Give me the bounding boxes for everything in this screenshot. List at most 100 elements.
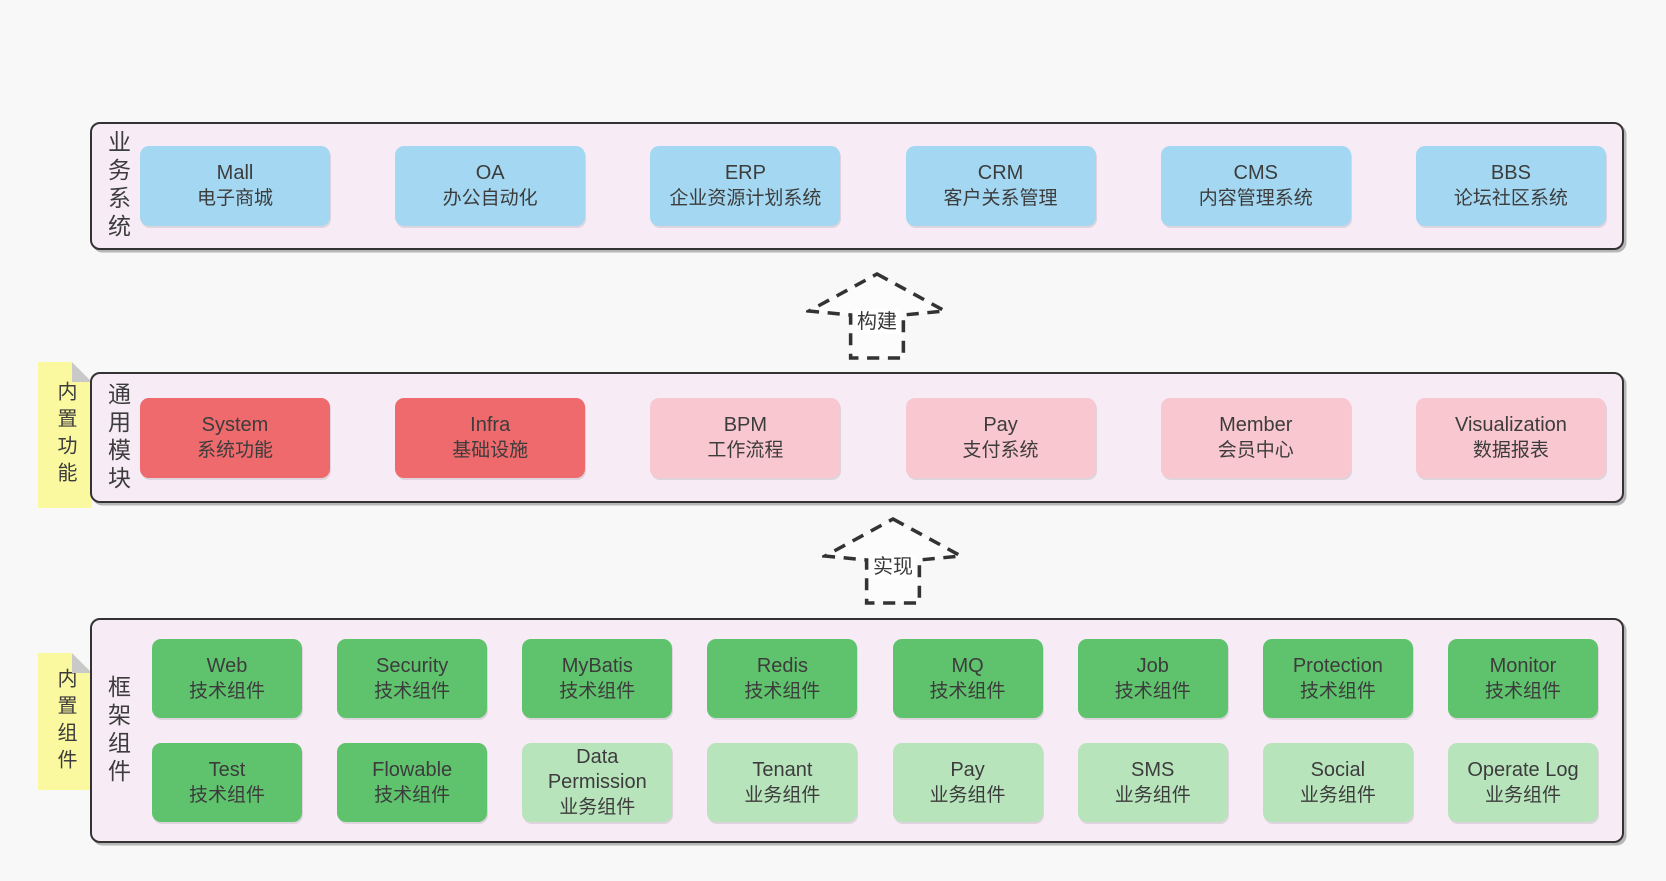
component-name: Social	[1310, 758, 1366, 781]
component-box-monitor: Monitor 技术组件	[1447, 639, 1598, 718]
component-desc: 技术组件	[744, 680, 821, 702]
component-box-operate-log: Operate Log 业务组件	[1447, 743, 1598, 822]
component-desc: 技术组件	[188, 680, 265, 702]
component-desc: 基础设施	[452, 439, 529, 461]
vertical-label: 业务系统	[104, 130, 131, 242]
component-name: OA	[475, 162, 505, 184]
component-desc: 电子商城	[196, 188, 273, 209]
vertical-label: 通用模块	[104, 381, 131, 494]
component-name: Web	[206, 654, 248, 677]
component-name: Redis	[756, 654, 808, 677]
component-box-bpm: BPM 工作流程	[650, 397, 841, 478]
component-box-job: Job 技术组件	[1077, 639, 1228, 718]
component-name: Security	[376, 654, 449, 677]
component-box-mybatis: MyBatis 技术组件	[522, 639, 673, 718]
component-box-system: System 系统功能	[140, 397, 330, 478]
component-box-tenant: Tenant 业务组件	[707, 743, 858, 822]
component-desc: 系统功能	[196, 439, 273, 461]
component-desc: 业务组件	[744, 784, 821, 806]
component-name: Pay	[950, 758, 985, 781]
component-name: Data Permission	[547, 746, 647, 793]
component-name: System	[201, 413, 269, 436]
component-desc: 技术组件	[1299, 680, 1376, 702]
component-name: Monitor	[1489, 654, 1557, 677]
component-desc: 数据报表	[1472, 439, 1549, 461]
sticky-note-label: 内置功能	[54, 381, 76, 489]
build-arrow: 构建	[806, 271, 948, 361]
component-name: Tenant	[752, 758, 813, 781]
sticky-note-label: 内置组件	[54, 667, 76, 776]
component-name: Visualization	[1454, 413, 1567, 436]
component-box-redis: Redis 技术组件	[707, 639, 858, 718]
component-name: BBS	[1490, 162, 1531, 184]
component-desc: 技术组件	[374, 784, 451, 806]
component-name: BPM	[723, 413, 768, 436]
component-desc: 业务组件	[1114, 784, 1191, 806]
implement-arrow: 实现	[822, 516, 964, 606]
vertical-label: 框架组件	[104, 674, 131, 787]
component-desc: 业务组件	[1484, 784, 1561, 806]
component-desc: 业务组件	[559, 797, 636, 818]
component-box-mq: MQ 技术组件	[892, 639, 1043, 718]
component-desc: 内容管理系统	[1198, 188, 1313, 209]
component-desc: 企业资源计划系统	[669, 188, 822, 209]
component-box-bbs: BBS 论坛社区系统	[1415, 146, 1606, 226]
component-name: Mall	[216, 162, 254, 184]
component-desc: 支付系统	[962, 439, 1039, 461]
component-box-pay: Pay 业务组件	[892, 743, 1043, 822]
component-box-pay: Pay 支付系统	[905, 397, 1096, 478]
component-desc: 技术组件	[188, 784, 265, 806]
component-box-erp: ERP 企业资源计划系统	[650, 146, 841, 226]
component-name: CRM	[977, 162, 1024, 184]
component-box-protection: Protection 技术组件	[1262, 639, 1413, 718]
component-box-flowable: Flowable 技术组件	[337, 743, 488, 822]
component-name: Protection	[1292, 654, 1383, 677]
component-desc: 业务组件	[929, 784, 1006, 806]
component-desc: 技术组件	[559, 680, 636, 702]
component-box-data-permission: Data Permission 业务组件	[522, 743, 673, 822]
component-desc: 技术组件	[1484, 680, 1561, 702]
component-name: Flowable	[372, 758, 453, 781]
component-name: MyBatis	[561, 654, 633, 677]
component-box-visualization: Visualization 数据报表	[1415, 397, 1606, 478]
component-desc: 技术组件	[929, 680, 1006, 702]
sticky-note-builtin-components: 内置组件	[38, 653, 92, 790]
component-desc: 会员中心	[1217, 439, 1294, 461]
component-name: Member	[1219, 413, 1293, 436]
component-box-web: Web 技术组件	[152, 639, 302, 718]
component-box-cms: CMS 内容管理系统	[1160, 146, 1351, 226]
component-name: ERP	[724, 162, 766, 184]
component-name: MQ	[951, 654, 984, 677]
implement-arrow-label: 实现	[870, 555, 916, 579]
component-desc: 论坛社区系统	[1453, 188, 1568, 209]
component-name: Pay	[983, 413, 1018, 436]
component-desc: 技术组件	[374, 680, 451, 702]
component-box-test: Test 技术组件	[152, 743, 302, 822]
component-name: Operate Log	[1467, 758, 1579, 781]
component-name: CMS	[1233, 162, 1278, 184]
component-desc: 技术组件	[1114, 680, 1191, 702]
build-arrow-label: 构建	[854, 310, 900, 334]
component-name: Test	[208, 758, 246, 781]
component-name: Job	[1136, 654, 1169, 677]
component-desc: 工作流程	[707, 439, 784, 461]
component-box-security: Security 技术组件	[337, 639, 488, 718]
component-box-mall: Mall 电子商城	[140, 146, 330, 226]
component-box-member: Member 会员中心	[1160, 397, 1351, 478]
component-name: SMS	[1131, 758, 1175, 781]
